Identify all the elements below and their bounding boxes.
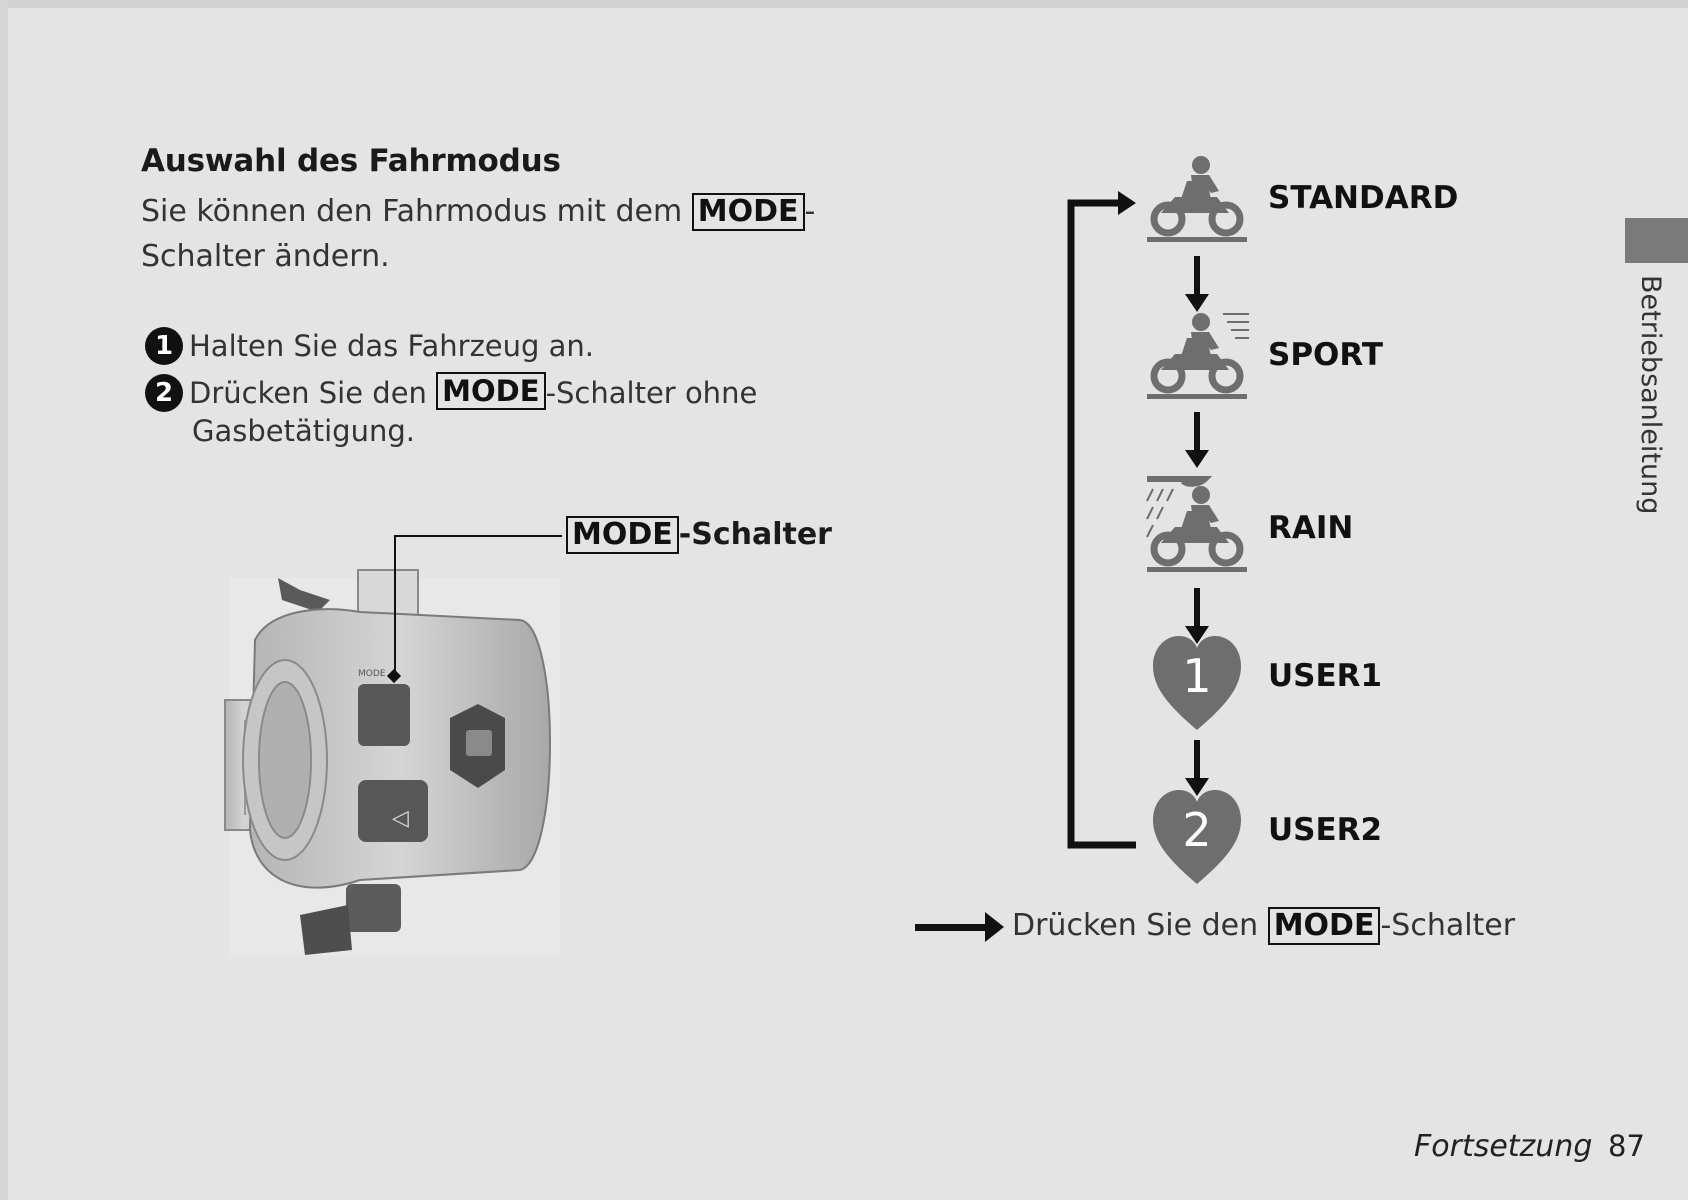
heart-glyph: 2 xyxy=(1182,803,1211,857)
chapter-tab-label: Betriebsanleitung xyxy=(1635,275,1666,515)
handlebar-switch-illustration: ◁ MODE xyxy=(224,569,560,956)
flow-arrow xyxy=(1185,740,1209,796)
legend-text: Drücken Sie den xyxy=(1012,908,1268,943)
intro-paragraph: Sie können den Fahrmodus mit dem MODE-Sc… xyxy=(141,189,821,279)
mode-key-badge: MODE xyxy=(1267,907,1381,945)
step-number-badge: 1 xyxy=(145,327,183,365)
step-number-badge: 2 xyxy=(145,374,183,412)
mode-switch-callout: MODE-Schalter xyxy=(566,516,832,554)
intro-text-end: -Schalter ändern. xyxy=(141,194,816,274)
flow-legend: Drücken Sie den MODE-Schalter xyxy=(1012,907,1515,945)
step-2-continuation: Gasbetätigung. xyxy=(192,414,415,448)
mode-label-rain: RAIN xyxy=(1268,510,1354,546)
mode-key-badge: MODE xyxy=(436,372,546,410)
callout-label: -Schalter xyxy=(678,517,832,552)
mode-label-sport: SPORT xyxy=(1268,337,1384,373)
motorcycle-rain-icon xyxy=(1147,476,1247,572)
motorcycle-sport-icon xyxy=(1147,313,1249,399)
callout-leader-line xyxy=(394,535,562,676)
flow-arrow xyxy=(1185,588,1209,644)
legend-text-end: -Schalter xyxy=(1380,908,1516,943)
mode-key-badge: MODE xyxy=(566,516,679,554)
continuation-note: Fortsetzung xyxy=(1414,1129,1593,1164)
flow-arrow xyxy=(1185,256,1209,312)
page-edge xyxy=(0,0,8,1200)
mode-label-standard: STANDARD xyxy=(1268,180,1459,216)
svg-text:MODE: MODE xyxy=(358,669,386,679)
step-text: Drücken Sie den xyxy=(189,376,437,410)
intro-text: Sie können den Fahrmodus mit dem xyxy=(141,194,692,229)
mode-label-user2: USER2 xyxy=(1268,812,1383,848)
chapter-tab xyxy=(1625,218,1688,263)
return-loop-arrow xyxy=(1067,199,1136,849)
heart-1-icon: 1 xyxy=(1153,636,1241,730)
return-arrowhead xyxy=(1118,191,1136,215)
flow-arrow xyxy=(1185,412,1209,468)
heart-glyph: 1 xyxy=(1182,649,1211,703)
callout-pointer xyxy=(386,668,402,684)
mode-key-badge: MODE xyxy=(691,193,805,231)
page-edge xyxy=(0,0,1688,8)
step-text: Halten Sie das Fahrzeug an. xyxy=(189,329,595,363)
section-heading: Auswahl des Fahrmodus xyxy=(141,143,561,179)
motorcycle-standard-icon xyxy=(1147,156,1247,242)
svg-text:◁: ◁ xyxy=(392,806,409,831)
mode-label-user1: USER1 xyxy=(1268,658,1383,694)
heart-2-icon: 2 xyxy=(1153,790,1241,884)
page-number: 87 xyxy=(1608,1129,1645,1163)
step-text-end: -Schalter ohne xyxy=(545,376,758,410)
legend-arrow xyxy=(915,912,1004,942)
